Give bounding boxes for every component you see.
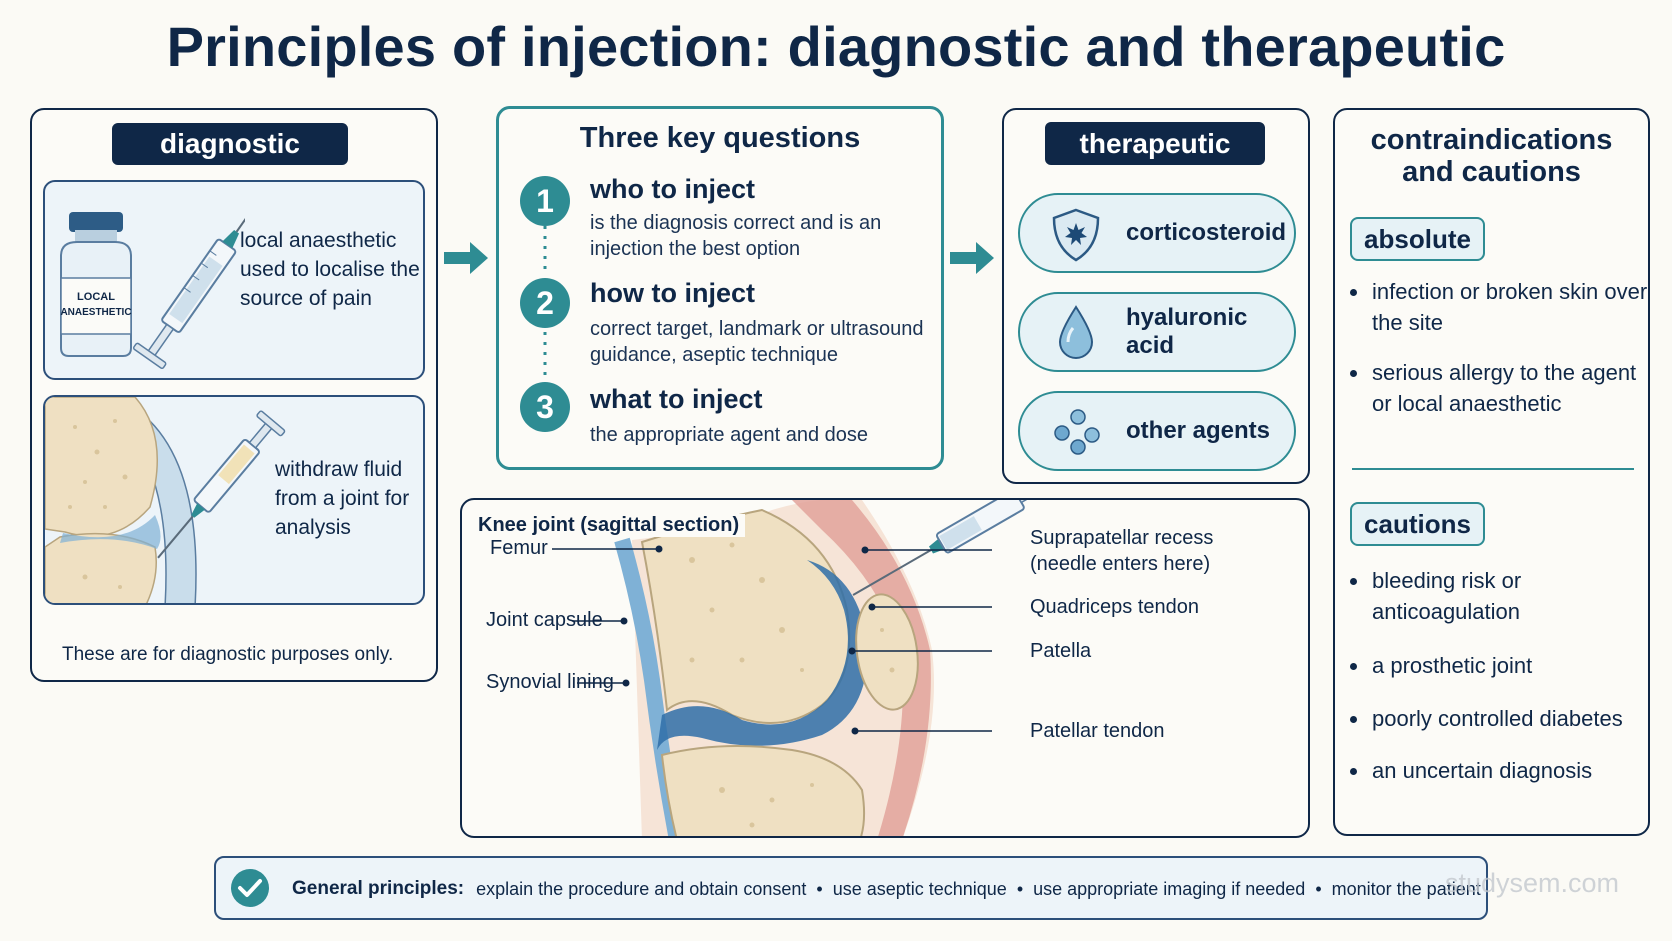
step-desc-how: correct target, landmark or ultrasound g… <box>590 318 924 366</box>
cautions-label: cautions <box>1350 502 1485 546</box>
knee-diagram-panel: Knee joint (sagittal section) Femur Join… <box>460 498 1310 838</box>
footer-item: use appropriate imaging if needed <box>1033 878 1306 899</box>
general-principles-bar <box>214 856 1488 920</box>
label-joint-capsule: Joint capsule <box>486 609 603 631</box>
withdraw-fluid-text: withdraw fluid from a joint for analysis <box>275 458 410 539</box>
footer-row: General principles: explain the procedur… <box>292 874 1481 904</box>
label-patellar-tendon: Patellar tendon <box>1030 720 1165 742</box>
joint-aspiration-illustration <box>45 397 286 603</box>
step-number-1: 1 <box>520 176 570 226</box>
agent-label-hyaluronic-acid: hyaluronic acid <box>1126 304 1248 359</box>
watermark: studysem.com <box>1445 868 1620 898</box>
absolute-label: absolute <box>1350 217 1485 261</box>
droplet-icon <box>1058 305 1094 359</box>
caution-item-text: poorly controlled diabetes <box>1372 706 1623 731</box>
agent-other-agents: other agents <box>1018 391 1296 471</box>
footer-separator: • <box>1016 878 1024 899</box>
agent-corticosteroid: corticosteroid <box>1018 193 1296 273</box>
step-number-3: 3 <box>520 382 570 432</box>
caution-item: bleeding risk or anticoagulation <box>1350 565 1650 627</box>
local-anaesthetic-card: LOCAL ANAESTHETIC local anaesthetic used… <box>43 180 425 380</box>
agent-hyaluronic-acid: hyaluronic acid <box>1018 292 1296 372</box>
contraindications-header-line1: contraindications <box>1370 124 1613 156</box>
divider <box>1352 468 1634 470</box>
footer-item: use aseptic technique <box>832 878 1007 899</box>
step-desc-what: the appropriate agent and dose <box>590 424 868 446</box>
therapeutic-header: therapeutic <box>1045 122 1265 165</box>
label-quadriceps-tendon: Quadriceps tendon <box>1030 596 1200 618</box>
label-patella: Patella <box>1030 640 1092 662</box>
step-title-how: how to inject <box>590 278 755 308</box>
footer-separator: • <box>1315 878 1322 899</box>
arrow-right-icon <box>950 242 994 274</box>
absolute-item-text: serious allergy to the agent or local an… <box>1372 360 1637 416</box>
key-questions-header: Three key questions <box>579 122 861 154</box>
label-synovial-lining: Synovial lining <box>486 671 614 693</box>
label-needle-entry: (needle enters here) <box>1030 553 1211 575</box>
agent-label-corticosteroid: corticosteroid <box>1126 219 1287 246</box>
agent-label-other-agents: other agents <box>1126 417 1271 444</box>
vial-syringe-illustration: LOCAL ANAESTHETIC <box>60 182 245 370</box>
absolute-item: infection or broken skin over the site <box>1350 276 1650 338</box>
absolute-item-text: infection or broken skin over the site <box>1372 279 1648 335</box>
label-suprapatellar-recess: Suprapatellar recess <box>1030 527 1214 549</box>
caution-item-text: an uncertain diagnosis <box>1372 758 1593 783</box>
label-femur: Femur <box>490 537 548 559</box>
knee-sagittal-illustration <box>552 500 1049 836</box>
step-desc-who: is the diagnosis correct and is an injec… <box>590 212 882 260</box>
caution-item: poorly controlled diabetes <box>1350 703 1650 734</box>
shield-icon <box>1052 208 1100 262</box>
step-title-what: what to inject <box>590 384 763 414</box>
footer-item: explain the procedure and obtain consent <box>476 878 807 899</box>
knee-title: Knee joint (sagittal section) <box>478 514 746 537</box>
check-circle-icon <box>231 869 269 907</box>
local-anaesthetic-text: local anaesthetic used to localise the s… <box>240 229 420 310</box>
vial-label-line2: ANAESTHETIC <box>60 307 131 318</box>
absolute-item: serious allergy to the agent or local an… <box>1350 357 1650 419</box>
arrow-right-icon <box>444 242 488 274</box>
fluid-withdrawal-card: withdraw fluid from a joint for analysis <box>43 395 425 605</box>
key-questions-panel <box>496 106 944 470</box>
diagnostic-header: diagnostic <box>112 123 348 165</box>
vial-label-line1: LOCAL <box>77 291 115 303</box>
footer-item: monitor the patient <box>1331 878 1481 899</box>
caution-item-text: bleeding risk or anticoagulation <box>1372 568 1522 624</box>
steps-connector <box>543 226 547 382</box>
footer-label: General principles: <box>292 878 465 899</box>
step-title-who: who to inject <box>590 174 755 204</box>
caution-item: a prosthetic joint <box>1350 650 1650 681</box>
caution-item: an uncertain diagnosis <box>1350 755 1650 786</box>
diagnostic-footnote: These are for diagnostic purposes only. <box>62 644 394 665</box>
footer-separator: • <box>816 878 823 899</box>
molecules-icon <box>1054 409 1100 455</box>
contraindications-header-line2: and cautions <box>1402 156 1581 188</box>
step-number-2: 2 <box>520 278 570 328</box>
page-title: Principles of injection: diagnostic and … <box>166 15 1506 78</box>
caution-item-text: a prosthetic joint <box>1372 653 1533 678</box>
